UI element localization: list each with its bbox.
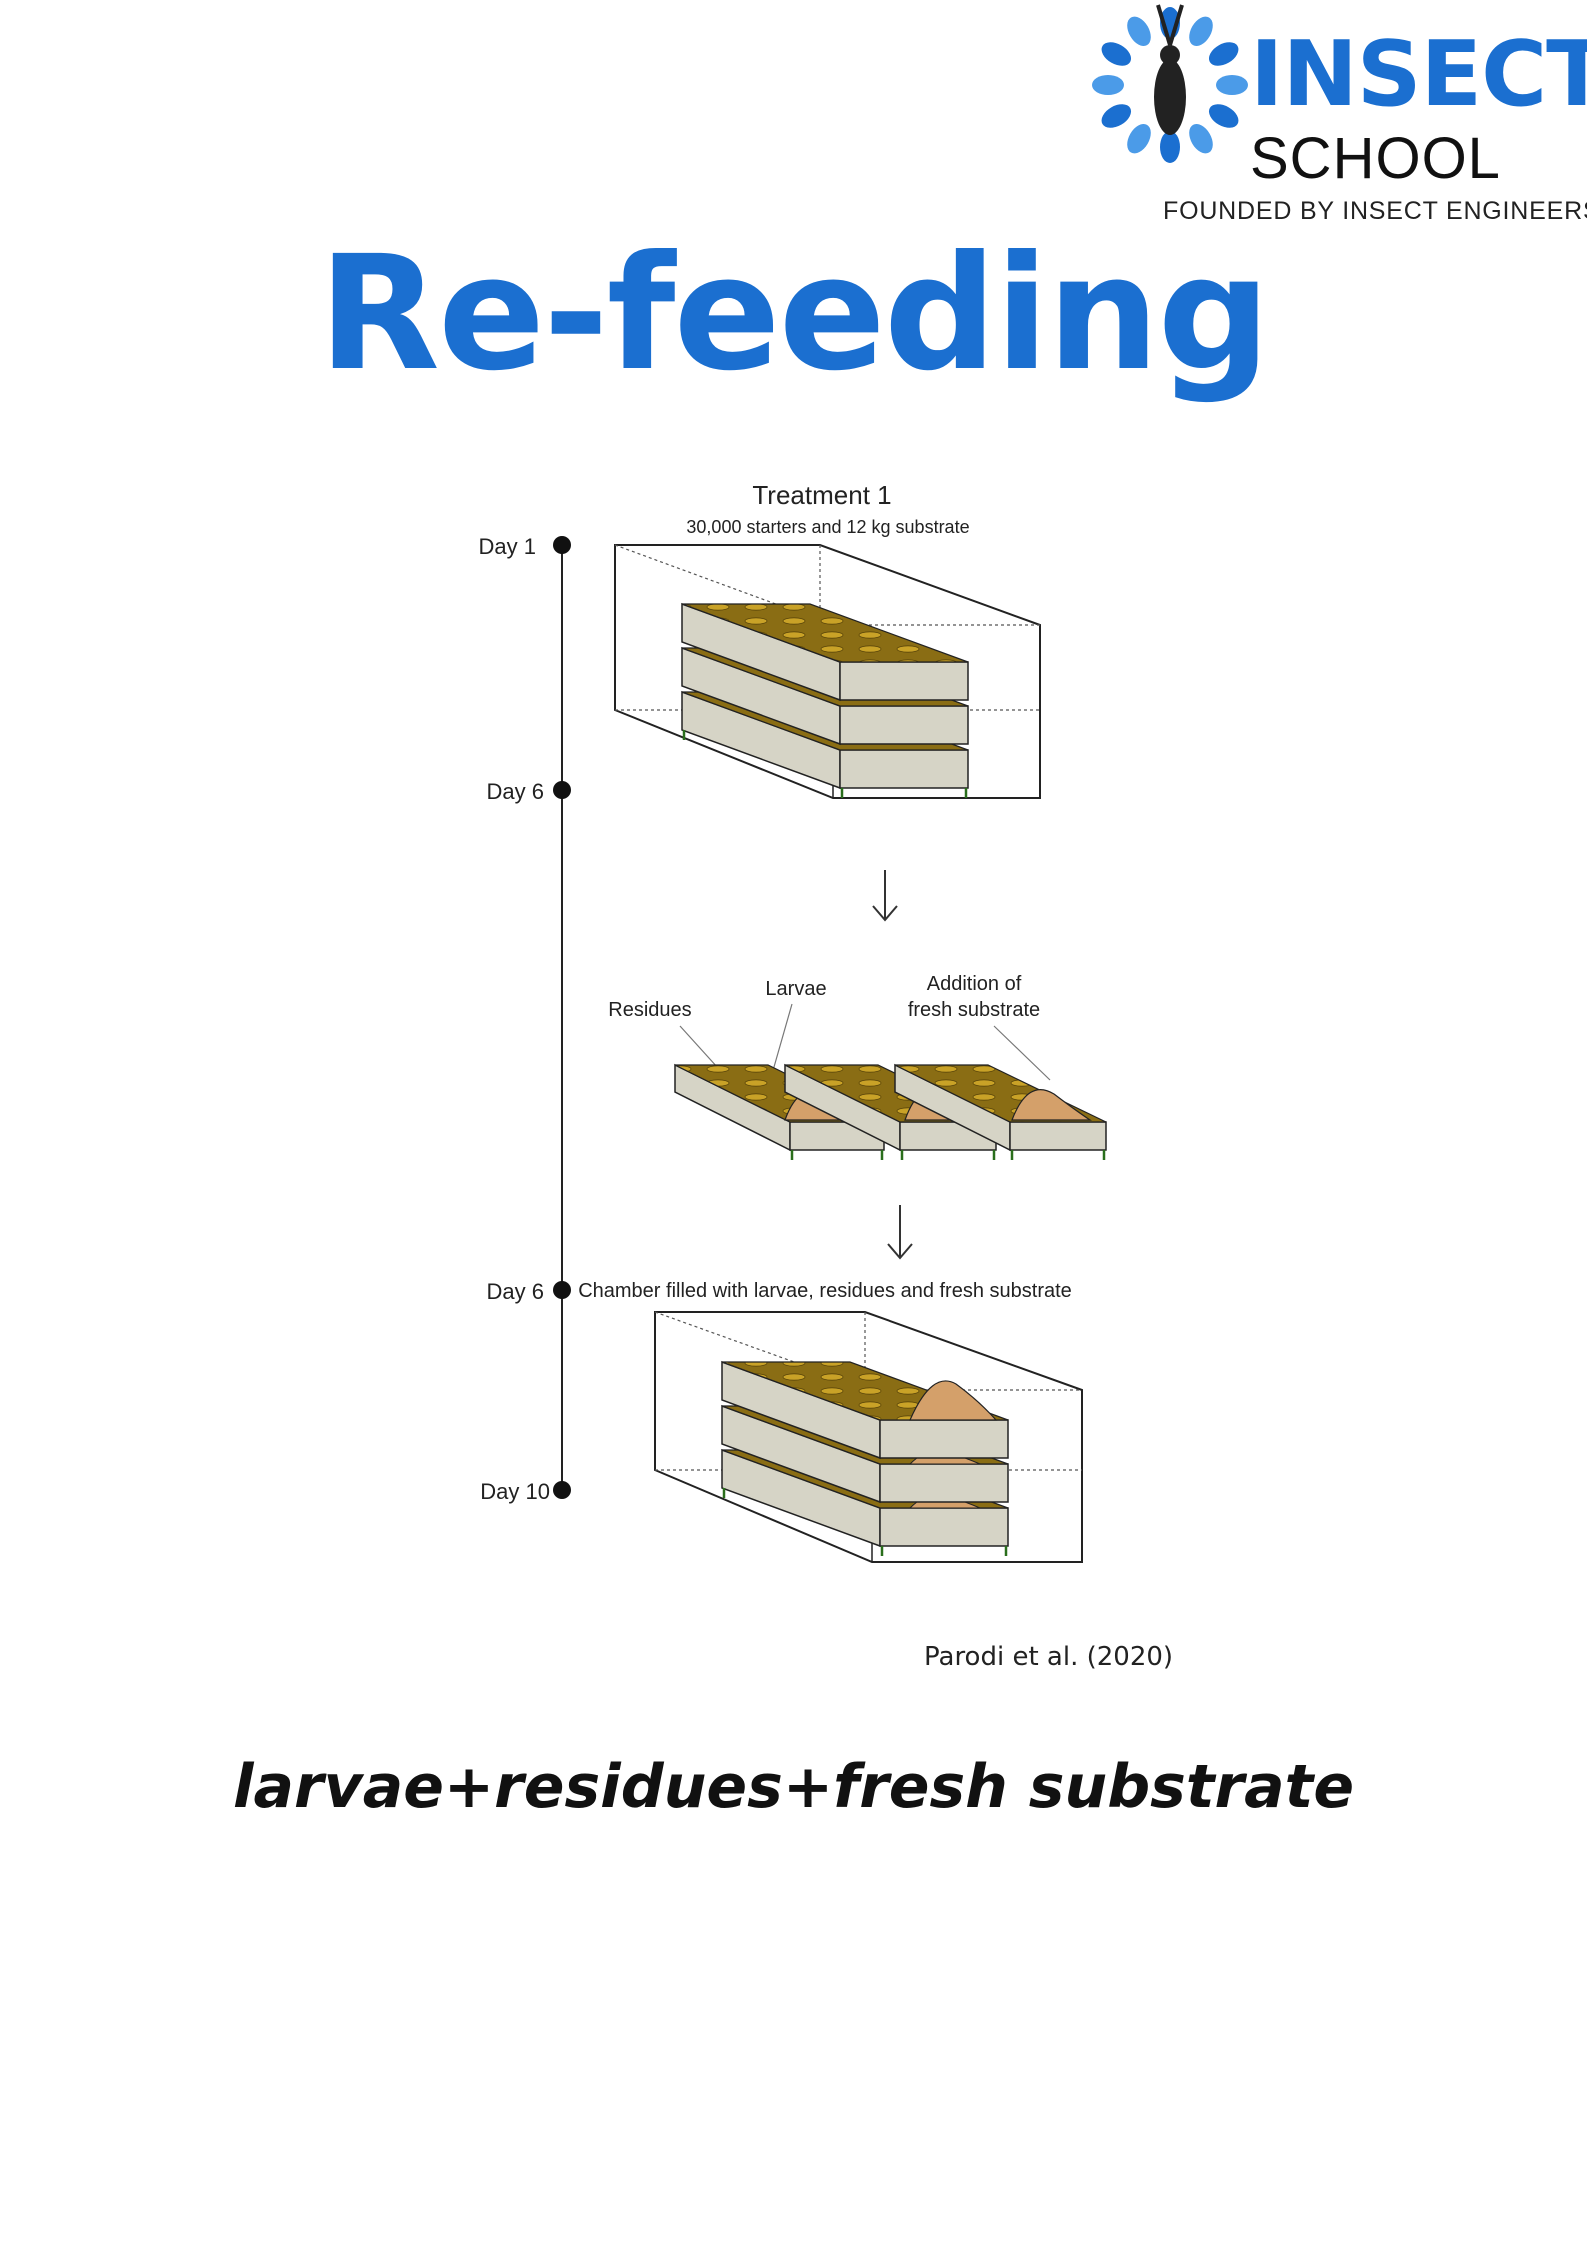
timeline-dot-day6a [553,781,571,799]
label-residues: Residues [608,999,691,1021]
label-chamber: Chamber filled with larvae, residues and… [578,1280,1072,1302]
logo-word-school: SCHOOL [1250,126,1501,191]
chamber-day10 [654,1311,1083,1563]
timeline-label-day6a: Day 6 [487,779,544,804]
insect-school-logo: INSECT SCHOOL FOUNDED BY INSECT ENGINEER… [1085,0,1587,230]
logo-tagline: FOUNDED BY INSECT ENGINEERS [1163,197,1587,225]
timeline-dot-day10 [553,1481,571,1499]
chamber-day1 [614,544,1041,799]
page-title: Re-feeding [318,222,1270,406]
timeline-label-day1: Day 1 [479,534,536,559]
logo-emblem-icon [1092,4,1248,163]
refeeding-diagram: Day 1 Day 6 Day 6 Day 10 Treatment 1 30,… [479,480,1107,1563]
citation: Parodi et al. (2020) [924,1642,1174,1672]
treatment-subtitle: 30,000 starters and 12 kg substrate [686,517,969,537]
timeline-label-day6b: Day 6 [487,1279,544,1304]
logo-word-insect: INSECT [1250,22,1587,127]
timeline-label-day10: Day 10 [480,1479,550,1504]
caption: larvae+residues+fresh substrate [232,1752,1355,1822]
label-addition-line2: fresh substrate [908,999,1040,1021]
timeline-dot-day6b [553,1281,571,1299]
down-arrow-1 [872,870,898,922]
split-trays [674,1063,1107,1160]
label-addition-line1: Addition of [927,973,1022,995]
label-larvae: Larvae [765,978,826,1000]
treatment-title: Treatment 1 [752,480,891,510]
down-arrow-2 [887,1205,913,1260]
timeline-dot-day1 [553,536,571,554]
